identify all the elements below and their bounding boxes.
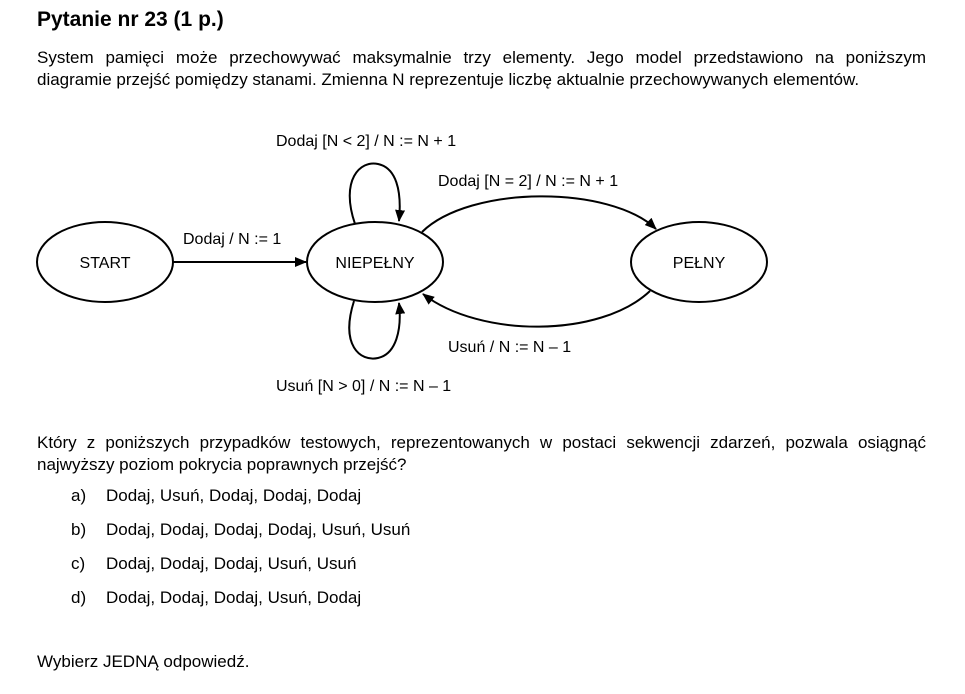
transition-niepelny-self-add: Dodaj [N < 2] / N := N + 1	[276, 133, 456, 225]
transition-niepelny-self-add-label: Dodaj [N < 2] / N := N + 1	[276, 133, 456, 150]
transition-niepelny-self-remove-label: Usuń [N > 0] / N := N – 1	[276, 378, 451, 395]
answer-option-a[interactable]: a) Dodaj, Usuń, Dodaj, Dodaj, Dodaj	[71, 486, 410, 508]
answer-options: a) Dodaj, Usuń, Dodaj, Dodaj, Dodaj b) Dod…	[71, 486, 410, 622]
answer-option-text: Dodaj, Dodaj, Dodaj, Usuń, Dodaj	[106, 588, 362, 607]
state-niepelny-label: NIEPEŁNY	[335, 255, 414, 272]
transition-pelny-to-niepelny-label: Usuń / N := N – 1	[448, 339, 571, 356]
answer-option-text: Dodaj, Usuń, Dodaj, Dodaj, Dodaj	[106, 486, 362, 505]
transition-start-to-niepelny: Dodaj / N := 1	[173, 231, 307, 267]
state-start-label: START	[80, 255, 131, 272]
transition-start-to-niepelny-label: Dodaj / N := 1	[183, 231, 281, 248]
state-niepelny: NIEPEŁNY	[306, 221, 444, 303]
transition-niepelny-self-remove: Usuń [N > 0] / N := N – 1	[276, 300, 451, 395]
question-prompt: Który z poniższych przypadków testowych,…	[37, 433, 926, 474]
transition-pelny-to-niepelny: Usuń / N := N – 1	[422, 290, 651, 356]
state-start: START	[36, 221, 174, 303]
answer-instruction: Wybierz JEDNĄ odpowiedź.	[37, 652, 250, 671]
transition-niepelny-to-pelny: Dodaj [N = 2] / N := N + 1	[421, 173, 657, 233]
answer-option-b[interactable]: b) Dodaj, Dodaj, Dodaj, Dodaj, Usuń, Usuń	[71, 520, 410, 542]
question-title: Pytanie nr 23 (1 p.)	[37, 8, 224, 31]
state-pelny-label: PEŁNY	[673, 255, 726, 272]
answer-option-text: Dodaj, Dodaj, Dodaj, Dodaj, Usuń, Usuń	[106, 520, 411, 539]
answer-option-c[interactable]: c) Dodaj, Dodaj, Dodaj, Usuń, Usuń	[71, 554, 410, 576]
transition-niepelny-to-pelny-label: Dodaj [N = 2] / N := N + 1	[438, 173, 618, 190]
state-transition-diagram: START NIEPEŁNY PEŁNY Dodaj / N := 1 Doda…	[36, 133, 768, 395]
answer-option-letter: c)	[71, 554, 86, 573]
question-intro: System pamięci może przechowywać maksyma…	[37, 48, 926, 89]
answer-option-letter: d)	[71, 588, 87, 607]
answer-option-d[interactable]: d) Dodaj, Dodaj, Dodaj, Usuń, Dodaj	[71, 588, 410, 610]
answer-option-text: Dodaj, Dodaj, Dodaj, Usuń, Usuń	[106, 554, 357, 573]
answer-option-letter: b)	[71, 520, 87, 539]
answer-option-letter: a)	[71, 486, 87, 505]
state-pelny: PEŁNY	[630, 221, 768, 303]
